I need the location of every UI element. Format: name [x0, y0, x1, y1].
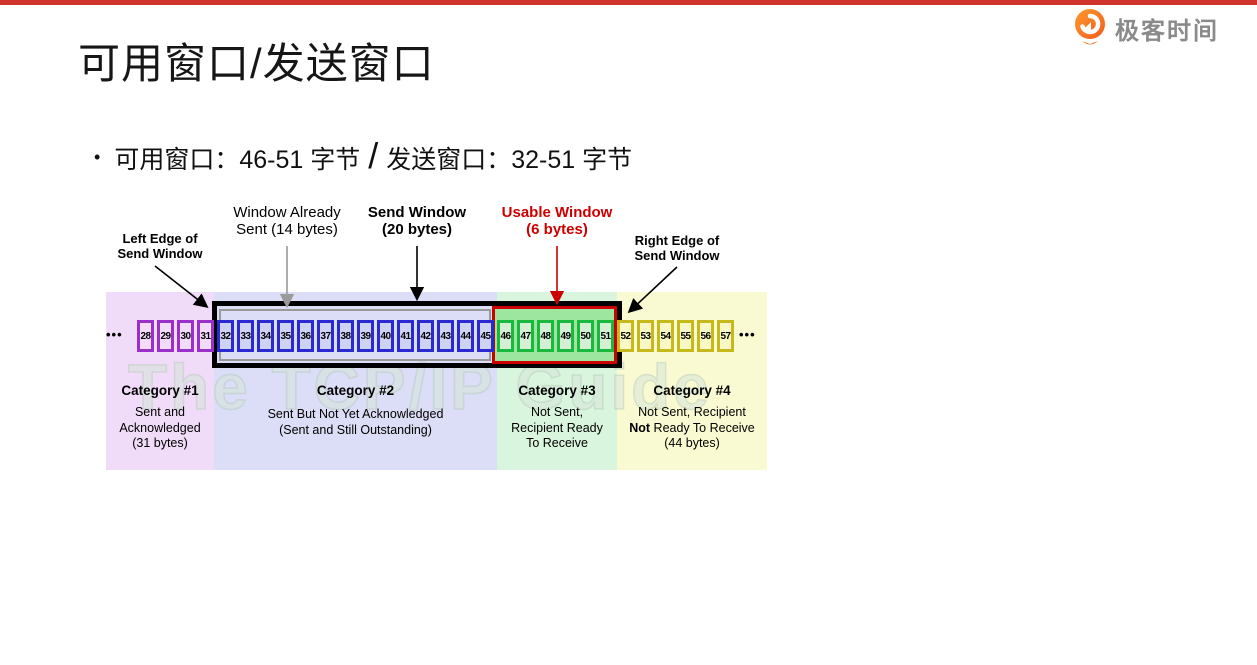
- sequence-cell-53: 53: [637, 320, 654, 352]
- sequence-cell-43: 43: [437, 320, 454, 352]
- category1-line: Sent and: [134, 405, 186, 419]
- label-line: Send Window: [117, 246, 203, 261]
- label-left-edge: Left Edge of Send Window: [90, 231, 230, 261]
- bullet-separator: /: [368, 135, 379, 176]
- category3-title: Category #3: [518, 383, 596, 398]
- sequence-cell-28: 28: [137, 320, 154, 352]
- sequence-cell-51: 51: [597, 320, 614, 352]
- sequence-cell-47: 47: [517, 320, 534, 352]
- category4-block: Category #4 Not Sent, Recipient Not Read…: [617, 383, 767, 452]
- label-right-edge: Right Edge of Send Window: [607, 233, 747, 263]
- sequence-cell-44: 44: [457, 320, 474, 352]
- category4-line: (44 bytes): [664, 436, 720, 450]
- label-line: Send Window: [367, 204, 467, 221]
- sequence-cell-37: 37: [317, 320, 334, 352]
- label-usable-window: Usable Window (6 bytes): [477, 204, 637, 238]
- category4-bold-word: Not: [629, 420, 651, 435]
- sequence-cell-46: 46: [497, 320, 514, 352]
- label-window-already-sent: Window Already Sent (14 bytes): [207, 204, 367, 238]
- page-title: 可用窗口/发送窗口: [78, 40, 435, 87]
- sequence-cell-38: 38: [337, 320, 354, 352]
- category3-line: To Receive: [526, 436, 588, 450]
- label-line: (20 bytes): [381, 221, 453, 238]
- category3-line: Recipient Ready: [511, 420, 603, 435]
- sequence-cell-32: 32: [217, 320, 234, 352]
- sequence-cell-40: 40: [377, 320, 394, 352]
- category3-line: Not Sent,: [530, 405, 584, 419]
- left-ellipsis: •••: [106, 327, 123, 342]
- category1-line: (31 bytes): [132, 436, 188, 450]
- bullet-line: • 可用窗口：46-51 字节 / 发送窗口：32-51 字节: [94, 135, 633, 179]
- sequence-cell-30: 30: [177, 320, 194, 352]
- label-line: Right Edge of: [634, 233, 720, 248]
- sequence-cell-50: 50: [577, 320, 594, 352]
- category4-line: Not Ready To Receive: [617, 421, 767, 437]
- category2-line: Sent But Not Yet Acknowledged: [267, 407, 444, 421]
- sequence-cell-55: 55: [677, 320, 694, 352]
- sequence-cell-49: 49: [557, 320, 574, 352]
- bullet-send-window-text: 发送窗口：32-51 字节: [386, 146, 633, 174]
- category2-line: (Sent and Still Outstanding): [279, 422, 432, 437]
- category4-title: Category #4: [653, 383, 731, 398]
- sequence-cell-54: 54: [657, 320, 674, 352]
- bullet-usable-window-text: 可用窗口：46-51 字节: [114, 146, 361, 174]
- right-ellipsis: •••: [739, 327, 756, 342]
- category2-block: Category #2 Sent But Not Yet Acknowledge…: [214, 383, 497, 438]
- top-progress-bar: [0, 0, 1257, 5]
- label-line: Window Already: [233, 204, 341, 221]
- brand-logo: 极客时间: [1072, 8, 1219, 48]
- brand-name: 极客时间: [1115, 17, 1219, 45]
- sequence-cell-56: 56: [697, 320, 714, 352]
- sequence-cell-31: 31: [197, 320, 214, 352]
- category1-title: Category #1: [121, 383, 199, 398]
- sequence-cell-39: 39: [357, 320, 374, 352]
- sequence-cell-34: 34: [257, 320, 274, 352]
- sequence-cell-41: 41: [397, 320, 414, 352]
- sequence-cell-48: 48: [537, 320, 554, 352]
- usable-window-box: [492, 306, 617, 364]
- category4-line: Not Sent, Recipient: [638, 405, 746, 419]
- sequence-cell-42: 42: [417, 320, 434, 352]
- label-line: Send Window: [634, 248, 720, 263]
- label-line: Sent (14 bytes): [236, 221, 338, 238]
- sequence-cell-29: 29: [157, 320, 174, 352]
- label-send-window: Send Window (20 bytes): [337, 204, 497, 238]
- category1-block: Category #1 Sent and Acknowledged (31 by…: [106, 383, 214, 452]
- sequence-cell-45: 45: [477, 320, 494, 352]
- sequence-cell-35: 35: [277, 320, 294, 352]
- bullet-marker: •: [94, 146, 101, 167]
- sequence-cell-52: 52: [617, 320, 634, 352]
- category1-line: Acknowledged: [119, 420, 201, 435]
- geektime-logo-icon: [1072, 8, 1108, 48]
- sequence-cell-57: 57: [717, 320, 734, 352]
- sequence-cell-33: 33: [237, 320, 254, 352]
- label-line: Left Edge of: [122, 231, 198, 246]
- label-line: Usable Window: [501, 204, 613, 221]
- label-line: (6 bytes): [526, 221, 588, 238]
- category4-line-rest: Ready To Receive: [650, 420, 755, 435]
- category3-block: Category #3 Not Sent, Recipient Ready To…: [497, 383, 617, 452]
- sequence-cell-36: 36: [297, 320, 314, 352]
- category2-title: Category #2: [316, 383, 395, 398]
